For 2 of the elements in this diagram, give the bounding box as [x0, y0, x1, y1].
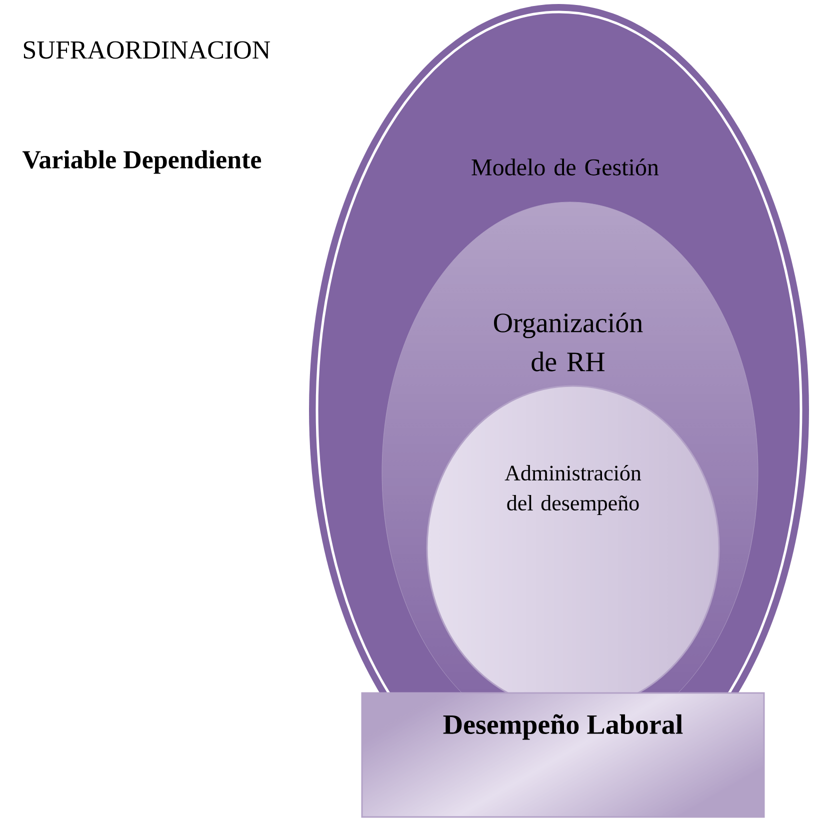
label: Variable Dependiente — [22, 150, 262, 174]
label: SUFRAORDINACION — [24, 41, 270, 59]
